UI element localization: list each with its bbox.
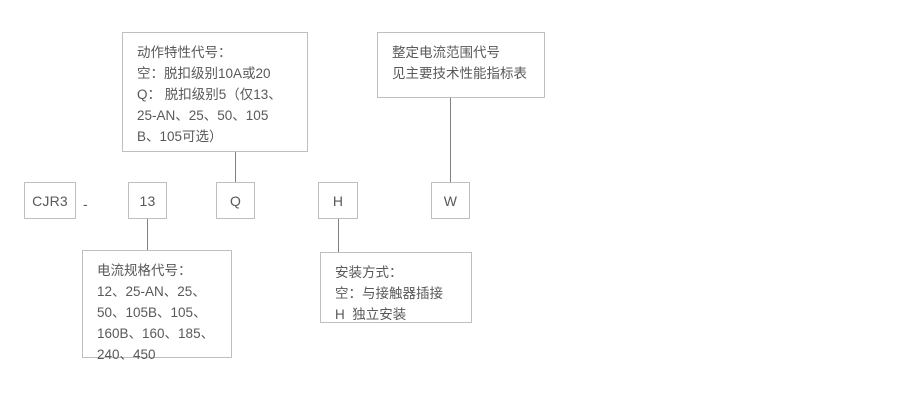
code-box-trip-characteristic[interactable]: Q — [216, 182, 255, 219]
note-box-setting-current-range: 整定电流范围代号 见主要技术性能指标表 — [377, 32, 545, 98]
connector-trip-characteristic — [235, 152, 236, 182]
note-box-mounting: 安装方式： 空：与接触器插接 H 独立安装 — [320, 252, 472, 323]
code-box-current-rating[interactable]: 13 — [128, 182, 167, 219]
code-box-setting-current-range[interactable]: W — [431, 182, 470, 219]
connector-setting-current-range — [450, 98, 451, 182]
connector-current-rating — [147, 219, 148, 250]
note-box-current-rating: 电流规格代号： 12、25-AN、25、 50、105B、105、 160B、1… — [82, 250, 232, 362]
code-box-mounting[interactable]: H — [318, 182, 358, 219]
connector-mounting — [338, 219, 339, 252]
separator-dash: - — [83, 196, 88, 212]
code-box-series[interactable]: CJR3 — [24, 182, 76, 219]
note-box-trip-characteristic: 动作特性代号： 空：脱扣级别10A或20 Q： 脱扣级别5（仅13、 25-AN… — [122, 32, 308, 152]
